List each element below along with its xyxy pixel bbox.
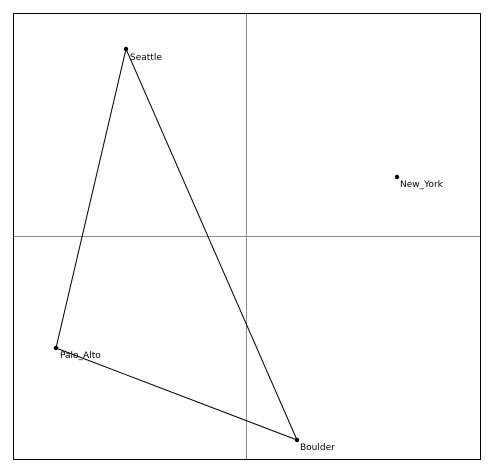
edge-boulder-seattle bbox=[125, 48, 298, 441]
node-marker-seattle bbox=[123, 46, 129, 52]
node-marker-new_york bbox=[394, 174, 400, 180]
node-label-boulder: Boulder bbox=[300, 443, 335, 453]
node-marker-palo_alto bbox=[53, 345, 59, 351]
node-seattle: Seattle bbox=[123, 46, 162, 63]
node-marker-boulder bbox=[294, 437, 300, 443]
edges-layer bbox=[55, 48, 298, 441]
node-label-new_york: New_York bbox=[400, 180, 444, 190]
node-label-seattle: Seattle bbox=[130, 53, 162, 63]
node-palo_alto: Palo_Alto bbox=[53, 345, 101, 361]
plot-frame bbox=[13, 13, 481, 460]
node-new_york: New_York bbox=[394, 174, 444, 190]
node-boulder: Boulder bbox=[294, 437, 335, 453]
edge-seattle-palo_alto bbox=[55, 48, 127, 349]
node-label-palo_alto: Palo_Alto bbox=[60, 351, 101, 361]
edge-palo_alto-boulder bbox=[55, 347, 298, 441]
